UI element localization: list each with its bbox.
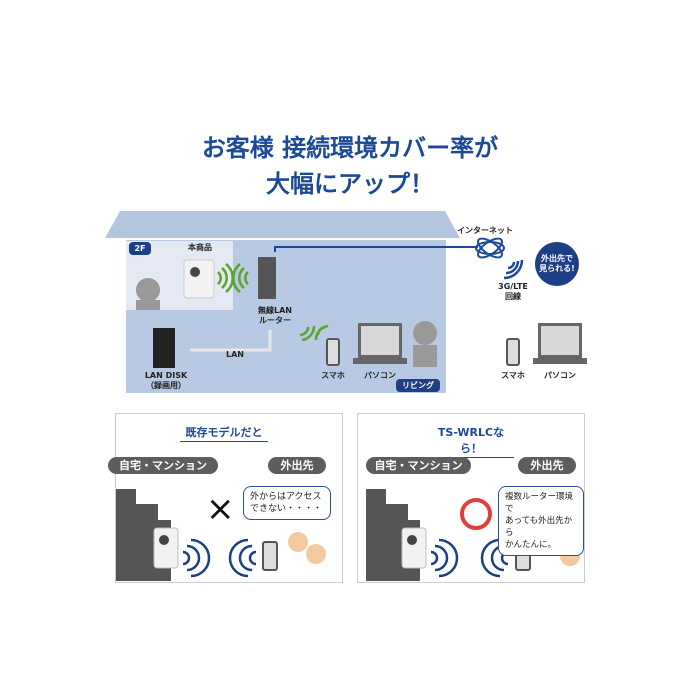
mobile-signal-icon: [503, 259, 524, 280]
smartphone-label: スマホ: [321, 371, 345, 380]
person-icon: [413, 321, 437, 345]
wifi-icon: [217, 263, 329, 342]
lan-disk-sub: （録画用）: [146, 381, 186, 390]
panel-title: TS-WRLCなら！: [428, 424, 514, 458]
ok-circle-mark: [460, 498, 492, 530]
camera-icon: [153, 527, 179, 569]
floor-badge: 2F: [129, 242, 151, 255]
person-icon: [288, 532, 308, 552]
laptop-base: [353, 358, 407, 364]
router-icon: [258, 257, 276, 299]
headline-line1: お客様 接続環境カバー率が: [201, 134, 499, 162]
lan-cable: [190, 330, 272, 352]
speech-bubble: 外からはアクセス できない・・・・: [243, 486, 331, 520]
panel-existing-model: 既存モデルだと 自宅・マンション 外出先 × 外からはアクセス できない・・・・: [108, 413, 343, 583]
outside-badge-bg: [535, 242, 579, 286]
camera-icon: [401, 527, 427, 569]
mobile-line-sub: 回線: [505, 292, 521, 301]
product-label: 本商品: [188, 243, 212, 252]
laptop-base: [533, 358, 587, 364]
signal-icon: [430, 538, 509, 578]
person-icon: [136, 278, 160, 302]
mobile-line-label: 3G/LTE: [498, 282, 528, 291]
building-scene: [116, 489, 326, 581]
outside-laptop-icon: [538, 323, 582, 358]
smartphone-icon: [262, 541, 278, 571]
speech-bubble: 複数ルーター環境で あっても外出先から かんたんに。: [498, 486, 584, 556]
lan-disk-icon: [153, 328, 175, 368]
globe-icon: [475, 237, 505, 259]
signal-icon: [182, 538, 257, 578]
home-label: 自宅・マンション: [108, 457, 218, 474]
outside-label: 外出先: [268, 457, 326, 474]
internet-line: [274, 246, 478, 252]
lan-disk-label: LAN DISK: [144, 371, 188, 380]
internet-label: インターネット: [457, 226, 513, 235]
outside-pc-label: パソコン: [544, 371, 576, 380]
headline-line2: 大幅にアップ！: [266, 170, 434, 198]
panel-title: 既存モデルだと: [180, 424, 268, 442]
router-label: 無線LAN ルーター: [258, 306, 292, 325]
person-icon: [306, 544, 326, 564]
cross-mark: ×: [206, 489, 235, 529]
panel-ts-wrlc: TS-WRLCなら！ 自宅・マンション 外出先 複数ルーター環境で あっても外出…: [357, 413, 585, 583]
laptop-icon: [358, 323, 402, 358]
roof: [105, 211, 460, 238]
outside-smartphone-icon: [506, 338, 520, 366]
outside-smartphone-label: スマホ: [501, 371, 525, 380]
camera-icon: [183, 259, 215, 299]
outside-label: 外出先: [518, 457, 576, 474]
home-label: 自宅・マンション: [366, 457, 471, 474]
living-badge: リビング: [396, 379, 440, 392]
pc-label: パソコン: [364, 371, 396, 380]
lan-label: LAN: [226, 350, 244, 359]
house-diagram: [105, 211, 579, 393]
smartphone-icon: [326, 338, 340, 366]
outside-badge: 外出先で 見られる!: [539, 254, 575, 273]
